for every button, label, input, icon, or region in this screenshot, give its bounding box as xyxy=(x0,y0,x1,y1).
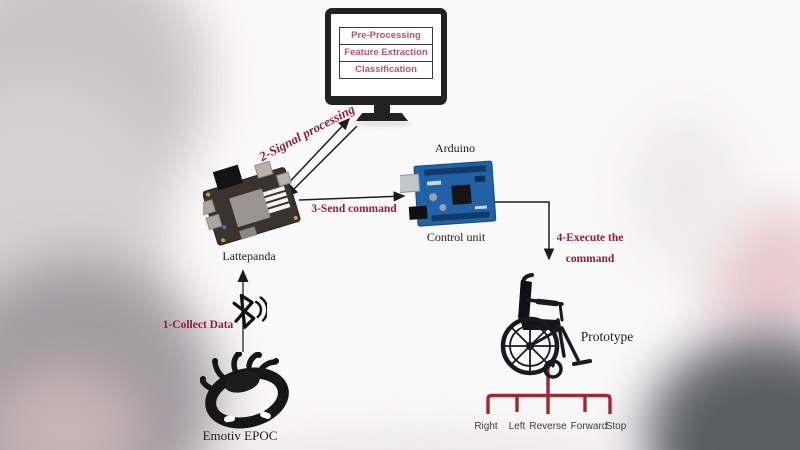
emotiv-headset xyxy=(200,352,289,429)
signal-arrow-up xyxy=(280,117,351,192)
background-blur-right xyxy=(625,110,745,270)
step-1-collect-data-label: 1-Collect Data xyxy=(162,319,234,331)
arduino-board xyxy=(400,160,497,227)
step-4-line2: command xyxy=(565,253,615,265)
command-stop-label: Stop xyxy=(605,421,627,432)
wheelchair xyxy=(500,273,592,379)
emotiv-epoc-label: Emotiv EPOC xyxy=(202,428,278,443)
command-forward-label: Forward xyxy=(570,421,608,432)
control-unit-label: Control unit xyxy=(426,230,486,244)
command-bracket xyxy=(486,366,612,414)
monitor-stand-base xyxy=(356,113,408,121)
bluetooth-icon xyxy=(232,293,267,329)
step-3-send-command-label: 3-Send command xyxy=(311,203,397,215)
processing-step-row: Pre-Processing xyxy=(340,28,432,45)
command-left-label: Left xyxy=(508,421,526,432)
signal-arrow-down xyxy=(285,125,358,198)
processing-step-row: Feature Extraction xyxy=(340,45,432,62)
prototype-label: Prototype xyxy=(580,329,634,344)
monitor-shadow xyxy=(352,121,412,126)
processing-table: Pre-Processing Feature Extraction Classi… xyxy=(339,27,433,79)
command-right-label: Right xyxy=(474,421,498,432)
command-reverse-label: Reverse xyxy=(529,421,567,432)
background-blur-bottom-center xyxy=(200,432,640,450)
execute-command-arrow xyxy=(494,201,555,261)
step-4-execute-command-label: 4-Execute the command xyxy=(557,228,624,270)
lattepanda-label: Lattepanda xyxy=(222,249,276,263)
arduino-label: Arduino xyxy=(435,141,475,155)
lattepanda-board xyxy=(203,160,301,246)
monitor-stand-neck xyxy=(374,103,390,114)
send-command-arrow xyxy=(298,191,406,202)
monitor: Pre-Processing Feature Extraction Classi… xyxy=(325,8,447,105)
processing-step-row: Classification xyxy=(355,64,417,75)
step-4-line1: 4-Execute the xyxy=(556,232,624,244)
